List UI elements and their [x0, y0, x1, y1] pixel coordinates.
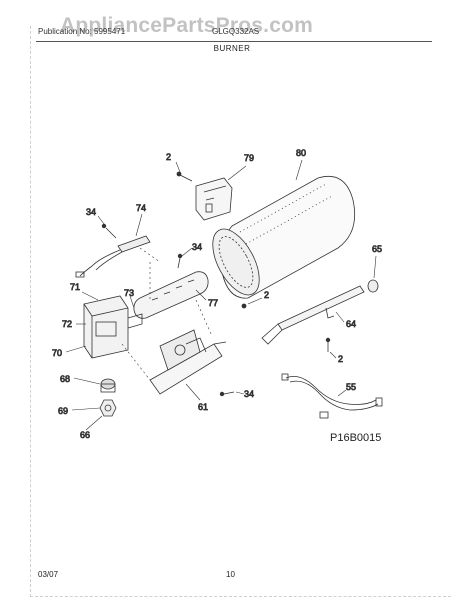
callout-73: 73	[124, 288, 134, 298]
section-title: BURNER	[213, 44, 251, 53]
callout-68: 68	[60, 374, 70, 384]
screw-part	[325, 337, 331, 352]
model-number: GLGQ332AS	[212, 27, 260, 36]
callout-2-chamber-screw: 2	[264, 290, 269, 300]
callout-65: 65	[372, 244, 382, 254]
callout-34-tube-screw: 34	[192, 242, 202, 252]
callout-64: 64	[346, 319, 356, 329]
callout-72: 72	[62, 319, 72, 329]
grommet-part	[367, 279, 379, 293]
callout-70: 70	[52, 348, 62, 358]
callout-2-bracket-screw: 2	[166, 152, 171, 162]
flame-sensor-part	[261, 285, 365, 345]
callout-66: 66	[80, 430, 90, 440]
bracket-part	[195, 177, 233, 221]
burner-tube-part	[133, 271, 209, 319]
screw-part	[176, 171, 193, 182]
callout-79: 79	[244, 153, 254, 163]
publication-number: Publication No: 5995471	[38, 27, 126, 36]
page-frame	[30, 26, 451, 597]
combustion-chamber-part	[212, 175, 356, 299]
callout-69: 69	[58, 406, 68, 416]
gas-valve-part	[83, 295, 143, 359]
callout-34-bracket-screw: 34	[244, 389, 254, 399]
footer-page-number: 10	[226, 570, 235, 579]
figure-code: P16B0015	[330, 432, 382, 444]
callout-74: 74	[136, 203, 146, 213]
callout-61: 61	[198, 402, 208, 412]
footer-date: 03/07	[38, 570, 59, 579]
callout-80: 80	[296, 148, 306, 158]
callout-55: 55	[346, 382, 356, 392]
callout-77: 77	[208, 298, 218, 308]
callout-34-igniter-screw: 34	[86, 207, 96, 217]
igniter-part	[75, 223, 151, 278]
valve-fittings-part	[99, 378, 117, 417]
screw-part	[177, 253, 183, 269]
callout-71: 71	[70, 282, 80, 292]
wire-harness-part	[281, 373, 383, 419]
screw-part	[219, 391, 235, 397]
leader-lines	[65, 159, 377, 431]
screw-part	[241, 303, 247, 309]
header-rule	[36, 41, 432, 42]
burner-bracket-part	[149, 329, 227, 395]
watermark-logo: AppliancePartsPros.com	[60, 14, 313, 37]
callout-2-sensor-screw: 2	[338, 354, 343, 364]
